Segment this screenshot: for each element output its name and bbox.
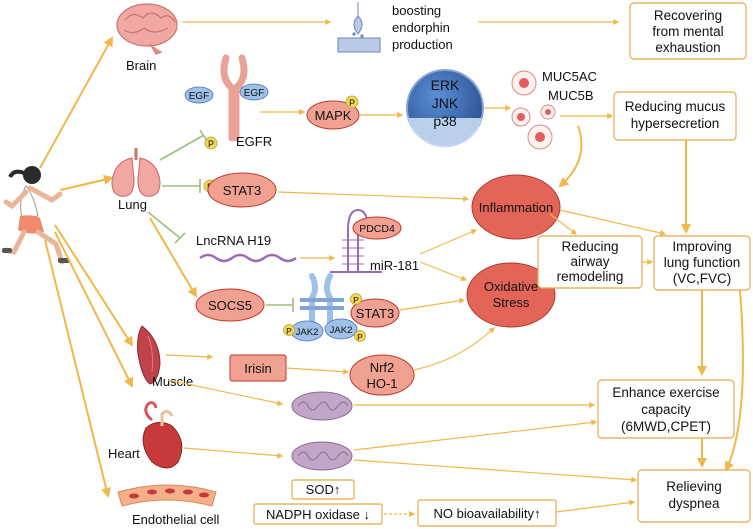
mucus-box — [613, 91, 737, 141]
jak2-left-p-label: P — [286, 326, 292, 336]
egf-right-oval — [239, 83, 269, 101]
oxidative-stress-oval — [466, 262, 556, 328]
endorphin-text-2: endorphin — [392, 20, 450, 35]
recovering-text-1: Recovering — [654, 8, 722, 23]
runner-arrows — [39, 36, 134, 498]
airway-text-2: airway — [570, 254, 609, 269]
nadph-box — [253, 503, 383, 525]
heart-label: Heart — [108, 446, 140, 461]
egfr-p-badge — [204, 136, 218, 150]
dyspnea-text-1: Relieving — [666, 479, 722, 494]
inflammation-label: Inflammation — [479, 200, 553, 215]
heart-icon — [142, 401, 183, 469]
socs5-label: SOCS5 — [208, 298, 252, 313]
stat3-label: STAT3 — [223, 183, 262, 198]
sod-box — [291, 479, 355, 500]
mapk-oval — [306, 100, 360, 130]
recovering-text-3: exhaustion — [655, 40, 720, 55]
airway-text-1: Reducing — [561, 239, 618, 254]
lncrna-label: LncRNA H19 — [196, 233, 271, 248]
nrf2-label: Nrf2 — [370, 360, 395, 375]
no-box — [417, 499, 557, 527]
lncrna-wave — [199, 253, 297, 263]
lncrna-inhibit-line — [147, 211, 181, 239]
brain-label: Brain — [126, 58, 156, 73]
stat3-oval — [207, 172, 277, 208]
mapk-p-badge — [345, 95, 359, 109]
jnk-label: JNK — [432, 95, 459, 111]
mapk-p-label: P — [349, 98, 355, 108]
muscle-icon — [137, 325, 161, 385]
mapk-label: MAPK — [315, 108, 352, 123]
jak2-right-p-label: P — [357, 332, 363, 342]
egf-left-label: EGF — [189, 91, 210, 102]
runner-icon — [2, 166, 70, 265]
mir181-label: miR-181 — [370, 258, 419, 273]
erk-label: ERK — [431, 77, 460, 93]
recovering-text-2: from mental — [652, 24, 723, 39]
pdcd4-label: PDCD4 — [359, 223, 395, 235]
p38-label: p38 — [433, 113, 457, 129]
muc5b-label: MUC5B — [548, 88, 594, 103]
inflammation-oval — [471, 174, 561, 240]
brain-icon — [116, 3, 178, 55]
egf-left-oval — [184, 86, 214, 104]
egf-right-label: EGF — [244, 88, 265, 99]
stat3-b-p-label: P — [353, 295, 359, 305]
stat3-b-p-badge — [350, 293, 362, 305]
exercise-text-1: Enhance exercise — [612, 385, 719, 400]
egfr-p-label: P — [208, 139, 214, 149]
oxidative-text-1: Oxidative — [484, 279, 538, 294]
mitochondria-heart-icon — [291, 441, 353, 471]
jak2-right-label: JAK2 — [330, 325, 353, 336]
pdcd4-oval — [352, 216, 402, 240]
lungfn-text-1: Improving — [672, 239, 731, 254]
egfr-label: EGFR — [236, 134, 272, 149]
muc5ac-label: MUC5AC — [542, 69, 597, 84]
exercise-box — [597, 379, 735, 439]
endothelial-label: Endothelial cell — [132, 512, 220, 527]
mucus-text-1: Reducing mucus — [625, 99, 726, 114]
recovering-box — [629, 2, 747, 60]
dyspnea-text-2: dyspnea — [668, 496, 720, 511]
synapse-icon — [337, 2, 381, 53]
ho1-label: HO-1 — [366, 376, 397, 391]
nadph-label: NADPH oxidase ↓ — [266, 507, 370, 522]
lung-label: Lung — [118, 197, 147, 212]
stat3-b-label: STAT3 — [356, 306, 395, 321]
egfr-receptor-icon — [220, 54, 248, 142]
jak2-left-p-badge — [283, 324, 295, 336]
jak2-right-p-badge — [354, 330, 366, 342]
mitochondria-muscle-icon — [291, 391, 353, 421]
goblet-cells-icon — [511, 70, 556, 150]
airway-text-3: remodeling — [557, 269, 624, 284]
lungfn-text-3: (VC,FVC) — [673, 271, 732, 286]
dyspnea-box — [637, 469, 751, 523]
endothelial-cell-icon — [117, 484, 217, 507]
egfr-inhibit-line — [159, 134, 205, 161]
mapk-pathway-sphere — [406, 69, 484, 148]
sod-label: SOD↑ — [306, 482, 341, 497]
irisin-label: Irisin — [244, 361, 271, 376]
lungfn-text-2: lung function — [664, 255, 741, 270]
nrf2-oval — [349, 354, 415, 396]
endorphin-text-3: production — [392, 37, 453, 52]
mirna-hairpin-icon — [330, 208, 382, 273]
stat3-b-oval — [350, 298, 400, 328]
endorphin-text-1: boosting — [392, 3, 441, 18]
jak2-left-label: JAK2 — [296, 327, 319, 338]
exercise-text-2: capacity — [641, 402, 691, 417]
exercise-text-3: (6MWD,CPET) — [621, 419, 711, 434]
no-label: NO bioavailability↑ — [434, 506, 541, 521]
jak2-right-oval — [324, 318, 358, 340]
jak2-receptor-icon — [300, 273, 344, 325]
oxidative-text-2: Stress — [493, 295, 530, 310]
mucus-text-2: hypersecretion — [631, 116, 720, 131]
lungs-icon — [111, 148, 161, 197]
socs5-oval — [195, 288, 265, 322]
